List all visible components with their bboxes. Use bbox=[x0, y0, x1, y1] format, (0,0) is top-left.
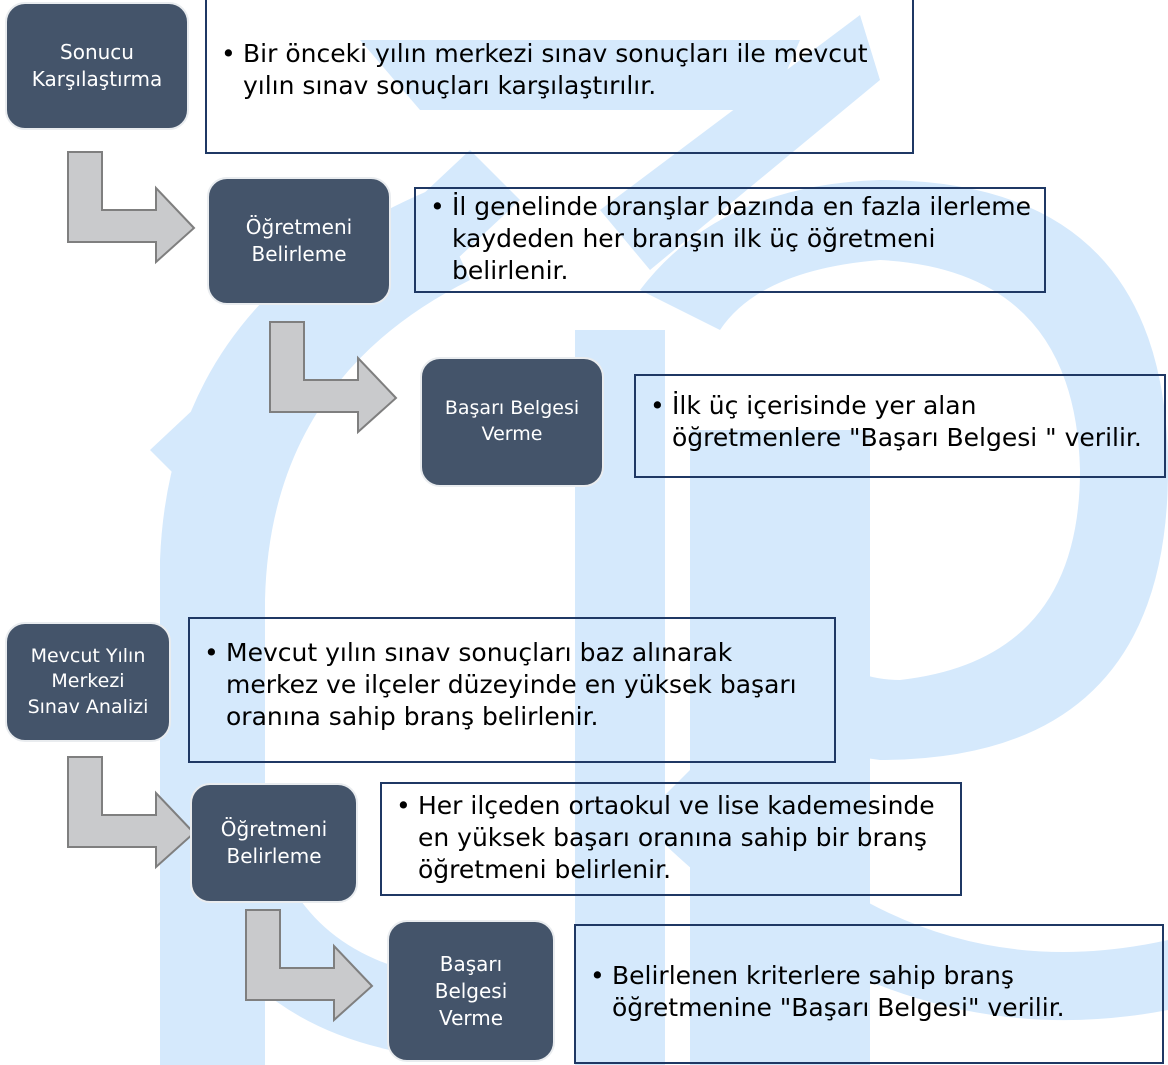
step-sonucu-karsilastirma: Sonucu Karşılaştırma bbox=[5, 2, 189, 130]
description-list: Mevcut yılın sınav sonuçları baz alınara… bbox=[204, 637, 822, 733]
bent-arrow-icon bbox=[67, 756, 196, 870]
step-label: Başarı Belgesi Verme bbox=[444, 397, 580, 445]
step-ogretmeni-belirleme: Öğretmeni Belirleme bbox=[190, 783, 358, 903]
description-box: İl genelinde branşlar bazında en fazla i… bbox=[414, 187, 1046, 293]
description-text: Belirlenen kriterlere sahip branş öğretm… bbox=[590, 960, 1150, 1024]
bent-arrow-icon bbox=[269, 321, 398, 435]
step-mevcut-yilin-merkezi-sinav-analizi: Mevcut Yılın Merkezi Sınav Analizi bbox=[5, 622, 171, 742]
description-list: Belirlenen kriterlere sahip branş öğretm… bbox=[590, 960, 1150, 1024]
description-text: Mevcut yılın sınav sonuçları baz alınara… bbox=[204, 637, 822, 733]
step-label: Sonucu Karşılaştırma bbox=[31, 40, 163, 91]
step-label: Öğretmeni Belirleme bbox=[245, 215, 353, 266]
description-list: İl genelinde branşlar bazında en fazla i… bbox=[430, 191, 1032, 287]
step-basari-belgesi-verme: Başarı Belgesi Verme bbox=[420, 357, 604, 487]
description-list: Bir önceki yılın merkezi sınav sonuçları… bbox=[221, 38, 900, 102]
description-box: Her ilçeden ortaokul ve lise kademesinde… bbox=[380, 782, 962, 896]
description-text: İlk üç içerisinde yer alan öğretmenlere … bbox=[650, 390, 1152, 454]
description-list: Her ilçeden ortaokul ve lise kademesinde… bbox=[396, 790, 948, 886]
description-box: Mevcut yılın sınav sonuçları baz alınara… bbox=[188, 617, 836, 763]
bent-arrow-icon bbox=[67, 151, 196, 265]
bent-arrow-icon bbox=[245, 909, 374, 1023]
step-label: Başarı Belgesi Verme bbox=[434, 951, 508, 1030]
description-box: İlk üç içerisinde yer alan öğretmenlere … bbox=[634, 374, 1166, 478]
step-label: Mevcut Yılın Merkezi Sınav Analizi bbox=[27, 644, 149, 718]
description-text: Bir önceki yılın merkezi sınav sonuçları… bbox=[221, 38, 900, 102]
description-box: Bir önceki yılın merkezi sınav sonuçları… bbox=[205, 0, 914, 154]
description-box: Belirlenen kriterlere sahip branş öğretm… bbox=[574, 924, 1164, 1064]
step-ogretmeni-belirleme: Öğretmeni Belirleme bbox=[207, 177, 391, 305]
description-text: Her ilçeden ortaokul ve lise kademesinde… bbox=[396, 790, 948, 886]
description-list: İlk üç içerisinde yer alan öğretmenlere … bbox=[650, 390, 1152, 454]
step-label: Öğretmeni Belirleme bbox=[220, 817, 328, 868]
step-basari-belgesi-verme: Başarı Belgesi Verme bbox=[387, 920, 555, 1062]
description-text: İl genelinde branşlar bazında en fazla i… bbox=[430, 191, 1032, 287]
